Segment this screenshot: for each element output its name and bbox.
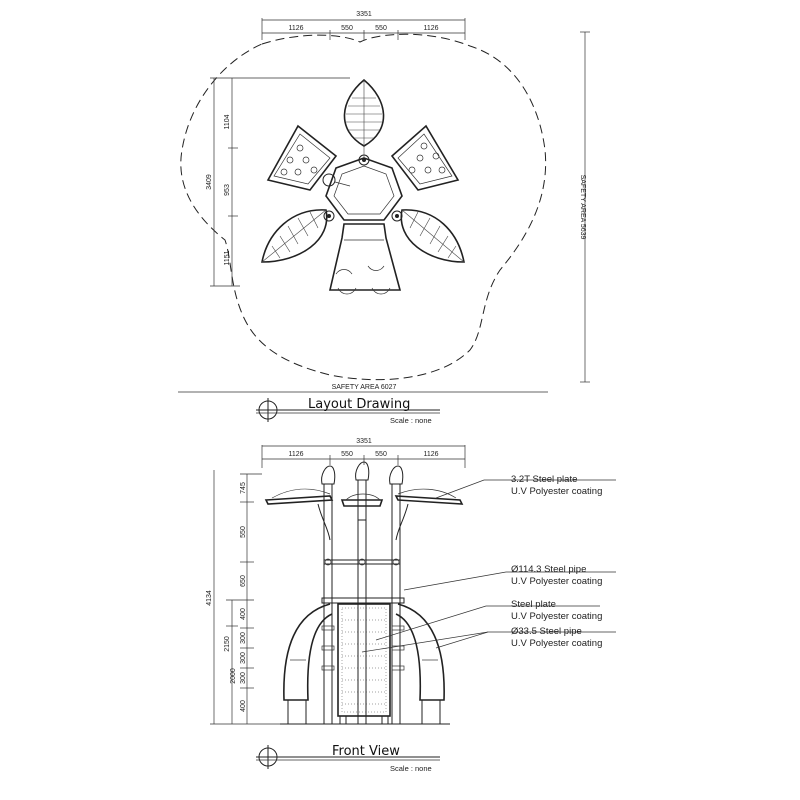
front-view: 3351 1126 550 550 1126 4134 2150 2000 74… (206, 438, 616, 773)
front-dim-300b: 300 (240, 652, 247, 664)
layout-title-block: Layout Drawing Scale : none (256, 397, 440, 425)
layout-bottom-dimension: SAFETY AREA 6027 (178, 384, 548, 393)
front-seg-1: 1126 (288, 451, 303, 458)
front-seg-2: 550 (341, 451, 353, 458)
annotation-2-line1: Ø114.3 Steel pipe (511, 564, 586, 575)
front-dim-650: 650 (240, 575, 247, 587)
front-dim-300a: 300 (240, 632, 247, 644)
layout-height-seg-1: 1104 (224, 114, 231, 129)
annotation-1-line1: 3.2T Steel plate (511, 474, 577, 485)
main-poles (321, 461, 405, 725)
layout-drawing: 3351 1126 550 550 1126 3409 1104 953 115… (178, 11, 590, 425)
layout-right-dimension: SAFETY AREA 5639 (579, 31, 590, 383)
front-dim-400b: 400 (240, 700, 247, 712)
leaf-top (343, 78, 385, 158)
side-frames (283, 603, 445, 725)
front-dim-745: 745 (240, 482, 247, 494)
front-height-2150: 2150 (224, 636, 231, 652)
front-scale: Scale : none (390, 764, 432, 773)
front-overall-width: 3351 (356, 438, 372, 445)
layout-seg-2: 550 (341, 25, 353, 32)
annotation-1-line2: U.V Polyester coating (511, 486, 602, 497)
annotation-4-line2: U.V Polyester coating (511, 638, 602, 649)
layout-height-total: 3409 (206, 174, 213, 190)
front-height-total: 4134 (206, 590, 213, 606)
annotation-3-line2: U.V Polyester coating (511, 611, 602, 622)
annotation-leaders (361, 479, 616, 653)
front-title: Front View (332, 744, 400, 759)
layout-overall-width: 3351 (356, 11, 372, 18)
front-seg-3: 550 (375, 451, 387, 458)
layout-height-seg-3: 1151 (224, 250, 231, 265)
layout-height-seg-2: 953 (224, 184, 231, 196)
layout-top-dimension: 3351 1126 550 550 1126 (261, 11, 466, 40)
perforated-panel (337, 603, 391, 725)
bench-unit (328, 223, 402, 295)
layout-left-dimension: 3409 1104 953 1151 (206, 77, 350, 287)
safety-area-outline (180, 33, 547, 381)
central-hexagon-deck (322, 154, 403, 222)
annotation-3-line1: Steel plate (511, 599, 556, 610)
climbing-panel-upper-left (266, 124, 338, 191)
front-title-block: Front View Scale : none (256, 744, 440, 773)
canopy-plates (264, 488, 464, 541)
front-dim-400a: 400 (240, 608, 247, 620)
layout-seg-1: 1126 (288, 25, 303, 32)
annotation-2-line2: U.V Polyester coating (511, 576, 602, 587)
front-height-2000: 2000 (230, 668, 237, 684)
front-dim-300c: 300 (240, 672, 247, 684)
layout-seg-3: 550 (375, 25, 387, 32)
layout-scale: Scale : none (390, 416, 432, 425)
safety-area-bottom-label: SAFETY AREA 6027 (332, 384, 397, 391)
front-dim-550: 550 (240, 526, 247, 538)
annotation-labels: 3.2T Steel plate U.V Polyester coating Ø… (511, 474, 602, 649)
climbing-panel-upper-right (390, 124, 460, 191)
front-left-dimension: 4134 2150 2000 745 550 650 400 300 300 3… (206, 470, 290, 725)
leaf-lower-left (261, 209, 328, 263)
safety-area-right-label: SAFETY AREA 5639 (579, 175, 586, 240)
layout-seg-4: 1126 (423, 25, 438, 32)
front-top-dimension: 3351 1126 550 550 1126 (261, 438, 466, 468)
leaf-lower-right (400, 209, 465, 263)
annotation-4-line1: Ø33.5 Steel pipe (511, 626, 582, 637)
front-seg-4: 1126 (423, 451, 438, 458)
layout-title: Layout Drawing (308, 397, 410, 412)
